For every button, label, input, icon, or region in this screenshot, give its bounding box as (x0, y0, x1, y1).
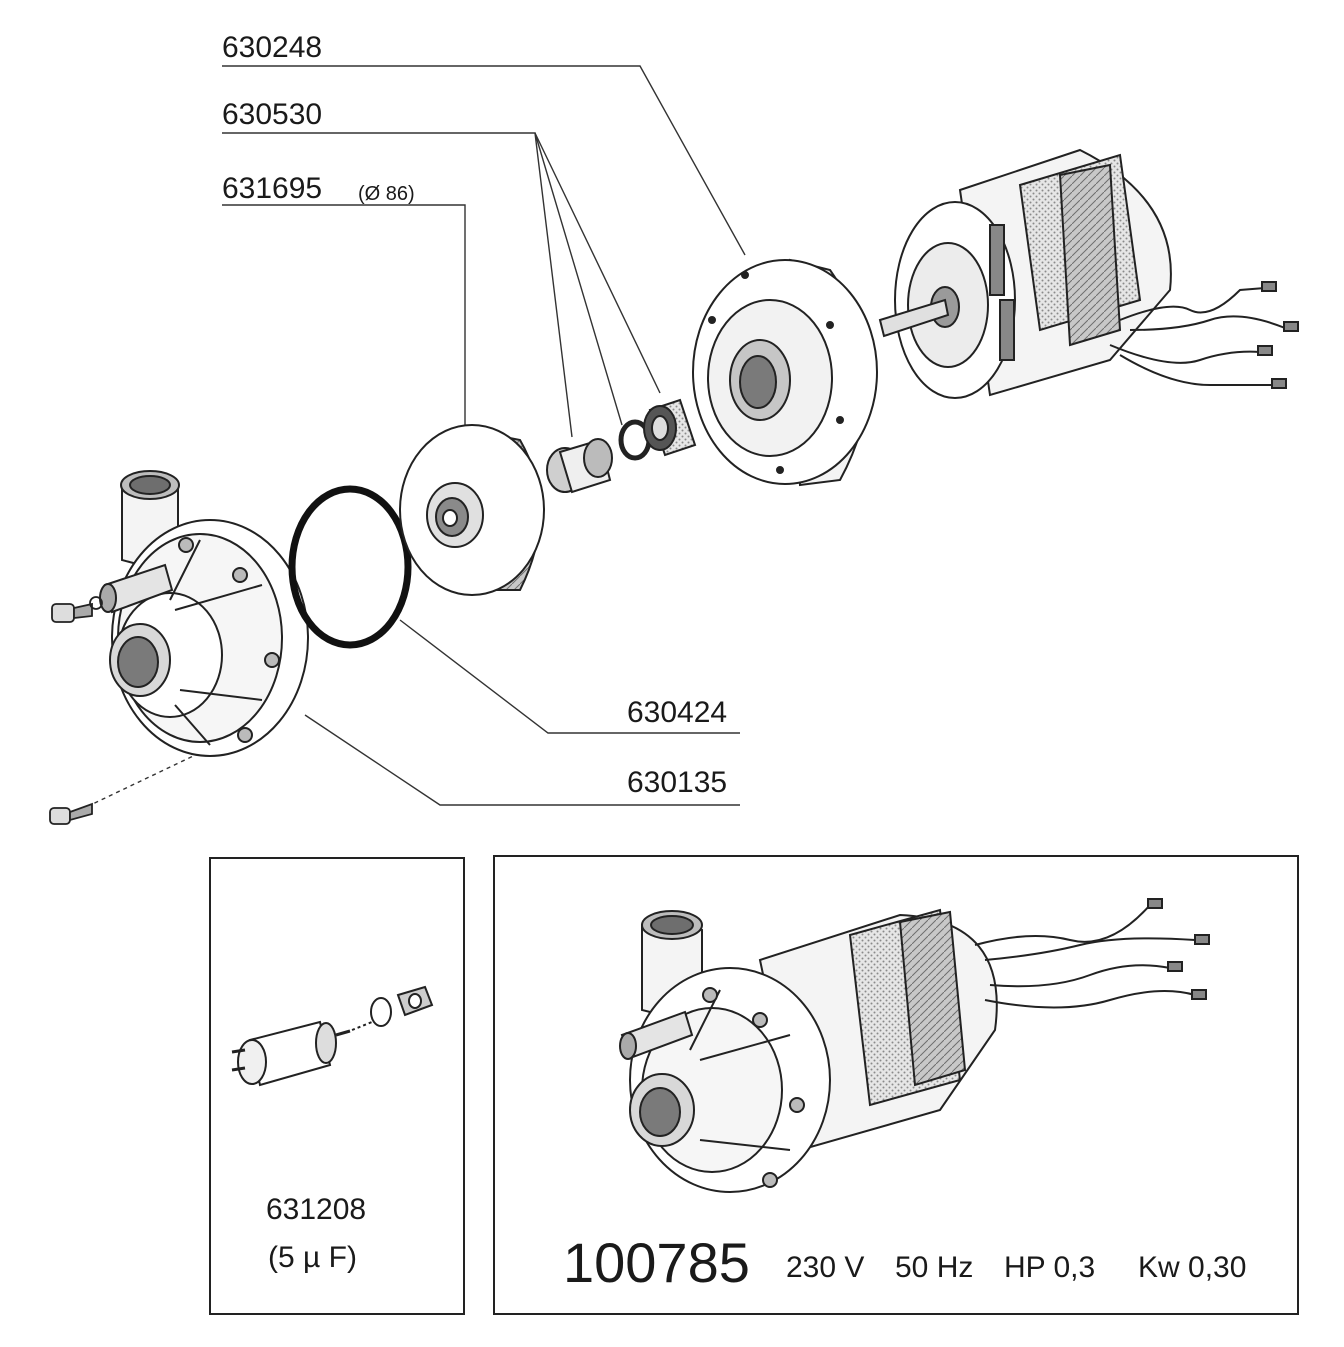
capacitor-box (209, 857, 465, 1315)
motor (878, 148, 1172, 399)
spec-horsepower: HP 0,3 (1004, 1251, 1096, 1284)
motor-flange (692, 258, 878, 487)
assembled-pump (619, 908, 998, 1193)
housing-screws (49, 596, 103, 825)
capacitor-rating: (5 µ F) (268, 1241, 357, 1274)
impeller-diameter-note: (Ø 86) (358, 183, 415, 205)
leader-630424 (399, 619, 740, 734)
part-label-630530: 630530 (222, 98, 323, 131)
pump-housing (99, 470, 309, 757)
part-label-630135: 630135 (627, 766, 728, 799)
motor-wires (1109, 281, 1299, 389)
leader-630135 (304, 714, 740, 806)
o-ring (288, 485, 412, 649)
impeller (399, 424, 545, 596)
part-label-631695: 631695 (222, 172, 323, 205)
spec-voltage: 230 V (786, 1251, 865, 1284)
spec-power: Kw 0,30 (1138, 1251, 1247, 1284)
leader-lines (79, 65, 746, 811)
assembled-wires (974, 898, 1210, 1009)
capacitor (231, 985, 434, 1087)
complete-pump-part-number: 100785 (563, 1231, 750, 1294)
part-label-630248: 630248 (222, 31, 323, 64)
leader-630248 (222, 65, 746, 256)
capacitor-part-number: 631208 (266, 1193, 367, 1226)
part-label-630424: 630424 (627, 696, 728, 729)
leader-631695 (222, 204, 466, 425)
seal-set (546, 398, 697, 494)
complete-pump-box (493, 855, 1299, 1315)
spec-frequency: 50 Hz (895, 1251, 974, 1284)
